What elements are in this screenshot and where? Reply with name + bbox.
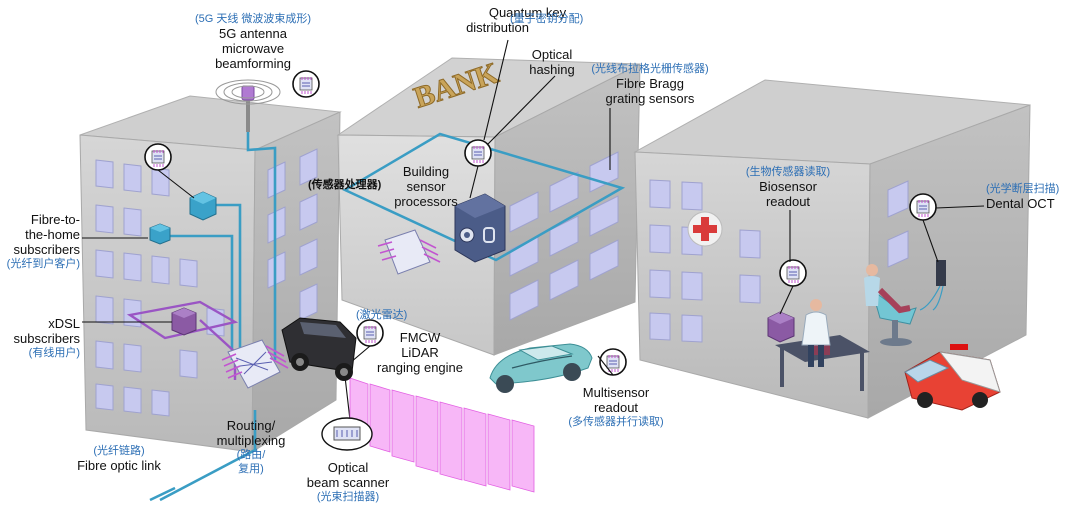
qkd-label-line1: Quantum key	[488, 5, 567, 20]
fibre-link-label-cn: (光纤链路)	[93, 445, 145, 457]
routing-multiplexing-chip	[221, 339, 289, 389]
fibre-link-label: (光纤链路) Fibre optic link	[64, 444, 174, 473]
building-sensor-label: Building sensor processors	[388, 164, 464, 209]
multisensor-label-line2: readout	[593, 400, 639, 415]
xdsl-label-line1: xDSL	[48, 316, 80, 331]
building-sensor-chip	[377, 229, 441, 275]
biosensor-label: (生物传感器读取) Biosensor readout	[738, 165, 838, 209]
multisensor-label-line1: Multisensor	[582, 385, 650, 400]
antenna-label: (5G 天线 微波波束成形) 5G antenna microwave beam…	[178, 12, 328, 71]
ftth-subscriber-cube	[149, 223, 171, 245]
antenna-label-line2: microwave	[221, 41, 285, 56]
antenna-icon	[215, 79, 281, 132]
qkd-label-cn: (量子密钥分配)	[510, 13, 584, 25]
lidar-label-line1: FMCW	[399, 330, 441, 345]
beam-scanner-label-line1: Optical	[327, 460, 369, 475]
lidar-label-cn: (激光雷达)	[356, 309, 408, 321]
ftth-label-cn: (光纤到户客户)	[6, 258, 80, 270]
beam-scanner-label-line2: beam scanner	[306, 475, 390, 490]
lidar-label-line2: LiDAR	[401, 345, 439, 360]
chip-icon-glyphs	[151, 77, 930, 372]
building-sensor-line2: sensor	[406, 179, 446, 194]
antenna-label-line3: beamforming	[215, 56, 291, 71]
xdsl-processor-cube	[171, 307, 197, 336]
suv-car-icon	[281, 317, 357, 381]
fbg-label: (光线布拉格光栅传感器) Fibre Bragg grating sensors	[580, 62, 720, 106]
beam-scanner-chip	[321, 417, 373, 451]
building-sensor-line1: Building	[402, 164, 450, 179]
hashing-label-line2: hashing	[529, 62, 575, 77]
biosensor-cube	[767, 311, 795, 343]
ambulance-icon	[904, 344, 1001, 411]
hashing-label-line1: Optical	[531, 47, 573, 62]
multisensor-label: Multisensor readout (多传感器并行读取)	[560, 385, 672, 429]
xdsl-label: xDSL subscribers (有线用户)	[4, 316, 80, 360]
routing-label-cn1: (路由/	[236, 449, 266, 461]
routing-label-line2: multiplexing	[216, 433, 286, 448]
fbg-label-line1: Fibre Bragg	[616, 76, 684, 91]
lidar-label-line3: ranging engine	[376, 360, 464, 375]
oct-device	[919, 260, 946, 311]
middle-building-windows	[509, 151, 619, 321]
biosensor-label-line2: readout	[765, 194, 811, 209]
right-building-windows	[649, 179, 909, 343]
ftth-label-line2: the-home	[25, 227, 80, 242]
lidar-label: (激光雷达)	[356, 308, 466, 322]
biosensor-label-cn: (生物传感器读取)	[745, 166, 831, 178]
qkd-label-line2: distribution	[466, 20, 529, 35]
red-cross-icon	[687, 211, 723, 247]
biosensor-label-line1: Biosensor	[759, 179, 817, 194]
building-sensor-line3: processors	[394, 194, 458, 209]
lidar-label-text: FMCW LiDAR ranging engine	[370, 330, 470, 375]
scientist-figure	[801, 299, 831, 367]
fbg-label-cn: (光线布拉格光栅传感器)	[591, 63, 709, 75]
beam-scanner-label: Optical beam scanner (光束扫描器)	[298, 460, 398, 504]
fbg-sensor-loop	[342, 132, 626, 262]
antenna-label-cn: (5G 天线 微波波束成形)	[194, 13, 312, 25]
qkd-label: Quantum key distribution	[425, 5, 630, 35]
concept-car-icon	[489, 343, 593, 393]
beam-scanner-label-cn: (光束扫描器)	[316, 491, 380, 503]
dental-chair	[864, 264, 917, 346]
fbg-label-line2: grating sensors	[605, 91, 695, 106]
routing-label-cn2: 复用)	[238, 463, 264, 475]
xdsl-label-line2: subscribers	[13, 331, 80, 346]
ftth-label-line3: subscribers	[13, 242, 80, 257]
oct-label-cn: (光学断层扫描)	[986, 183, 1060, 195]
multisensor-label-cn: (多传感器并行读取)	[568, 416, 664, 428]
routing-label: Routing/ multiplexing (路由/ 复用)	[206, 418, 296, 476]
hashing-label: Optical hashing	[522, 47, 582, 77]
callout-lines	[82, 39, 985, 421]
ftth-label: Fibre-to- the-home subscribers (光纤到户客户)	[4, 212, 80, 271]
routing-label-line1: Routing/	[226, 418, 276, 433]
building-sensor-label-cn: (传感器处理器)	[308, 179, 382, 191]
oct-label: (光学断层扫描) Dental OCT	[986, 182, 1076, 211]
xdsl-label-cn: (有线用户)	[28, 347, 80, 359]
ftth-processor-cube	[189, 191, 217, 221]
ftth-label-line1: Fibre-to-	[30, 212, 80, 227]
fibre-link-label-line1: Fibre optic link	[77, 458, 161, 473]
safe-icon	[454, 193, 506, 263]
oct-label-line1: Dental OCT	[986, 196, 1055, 211]
antenna-label-line1: 5G antenna	[219, 26, 287, 41]
